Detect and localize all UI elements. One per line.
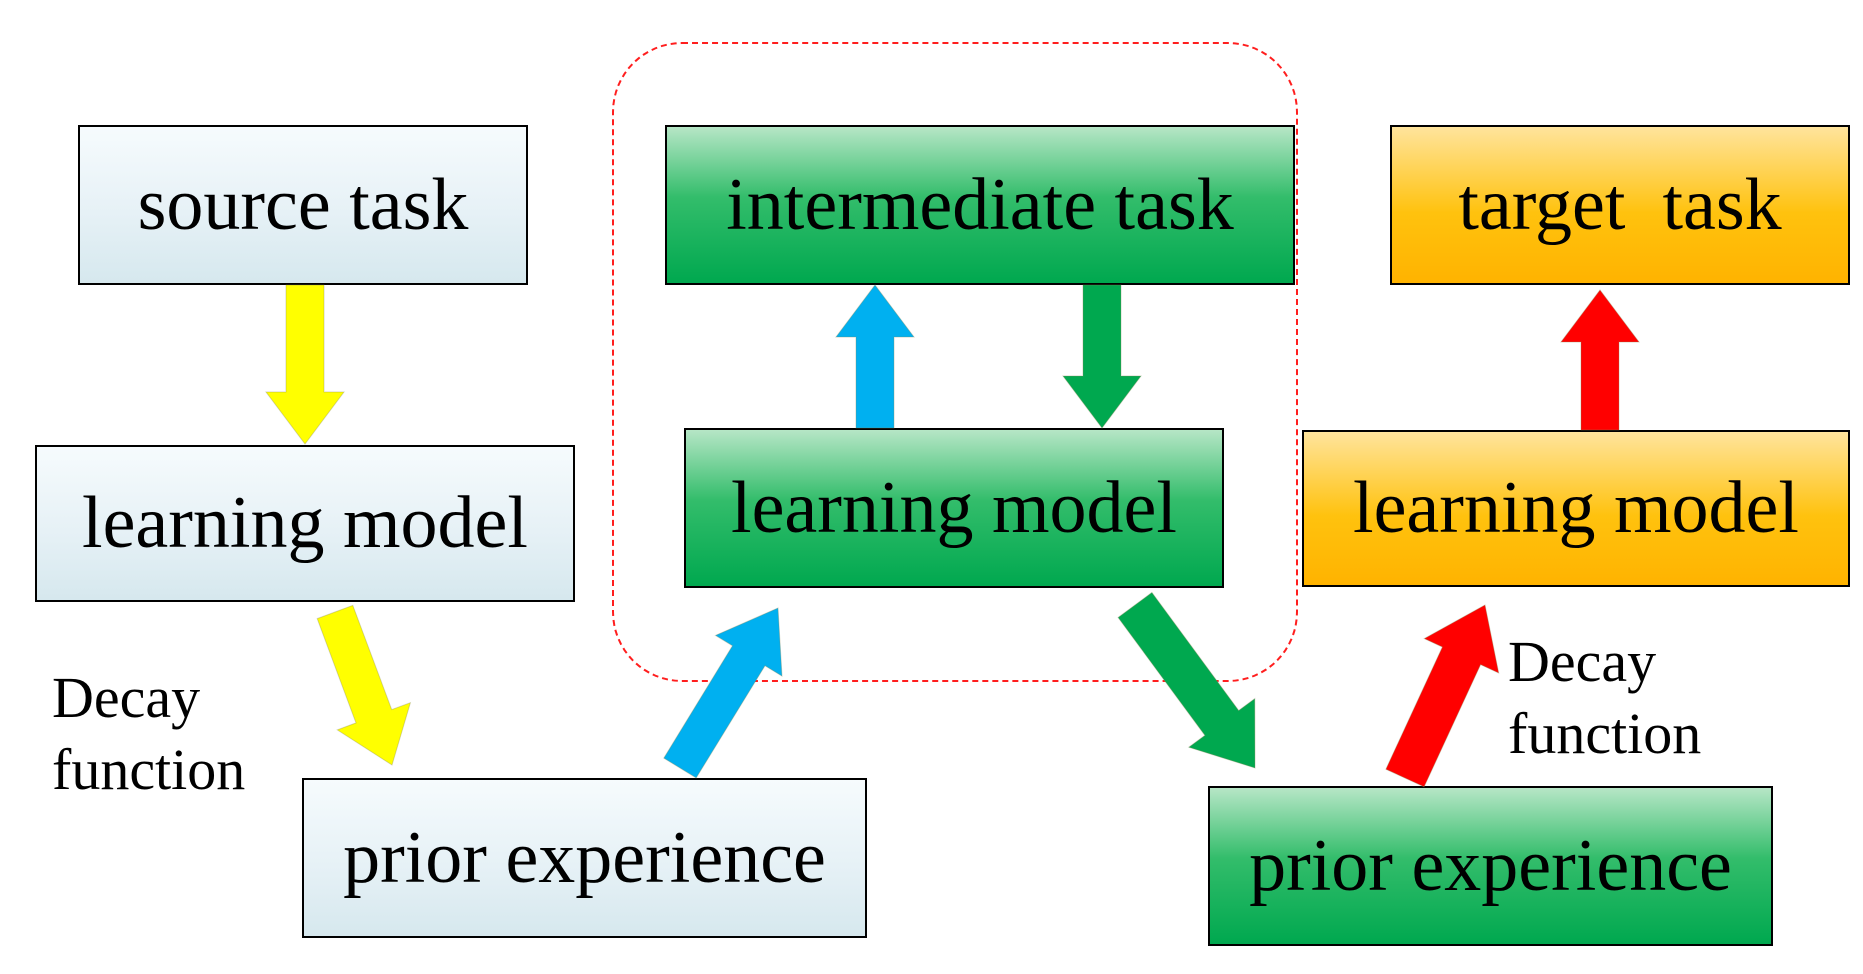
- target-task-label: target task: [1458, 163, 1782, 246]
- prior-experience-box-1: prior experience: [302, 778, 867, 938]
- source-task-label: source task: [137, 163, 469, 246]
- prior-experience-label-2: prior experience: [1249, 824, 1732, 907]
- decay-function-label-right: Decay function: [1508, 628, 1701, 768]
- learning-model-box-2: learning model: [684, 428, 1224, 588]
- decay-right-line1: Decay: [1508, 629, 1657, 694]
- arrow-model-to-prior: [316, 604, 412, 766]
- learning-model-box-3: learning model: [1302, 430, 1850, 587]
- target-task-box: target task: [1390, 125, 1850, 285]
- learning-model-label-3: learning model: [1353, 467, 1799, 549]
- decay-left-line1: Decay: [52, 665, 201, 730]
- decay-left-line2: function: [52, 737, 246, 802]
- learning-model-label-2: learning model: [731, 466, 1177, 549]
- arrow-prior2-to-model3: [1385, 604, 1500, 788]
- arrow-source-to-model: [265, 284, 345, 445]
- learning-model-box-1: learning model: [35, 445, 575, 602]
- prior-experience-box-2: prior experience: [1208, 786, 1773, 946]
- source-task-box: source task: [78, 125, 528, 285]
- arrow-model3-to-target: [1560, 289, 1640, 431]
- decay-right-line2: function: [1508, 701, 1702, 766]
- intermediate-stage-group: [612, 42, 1298, 682]
- decay-function-label-left: Decay function: [52, 664, 245, 804]
- intermediate-task-label: intermediate task: [726, 163, 1234, 246]
- intermediate-task-box: intermediate task: [665, 125, 1295, 285]
- learning-model-label-1: learning model: [82, 482, 528, 564]
- prior-experience-label-1: prior experience: [343, 816, 826, 899]
